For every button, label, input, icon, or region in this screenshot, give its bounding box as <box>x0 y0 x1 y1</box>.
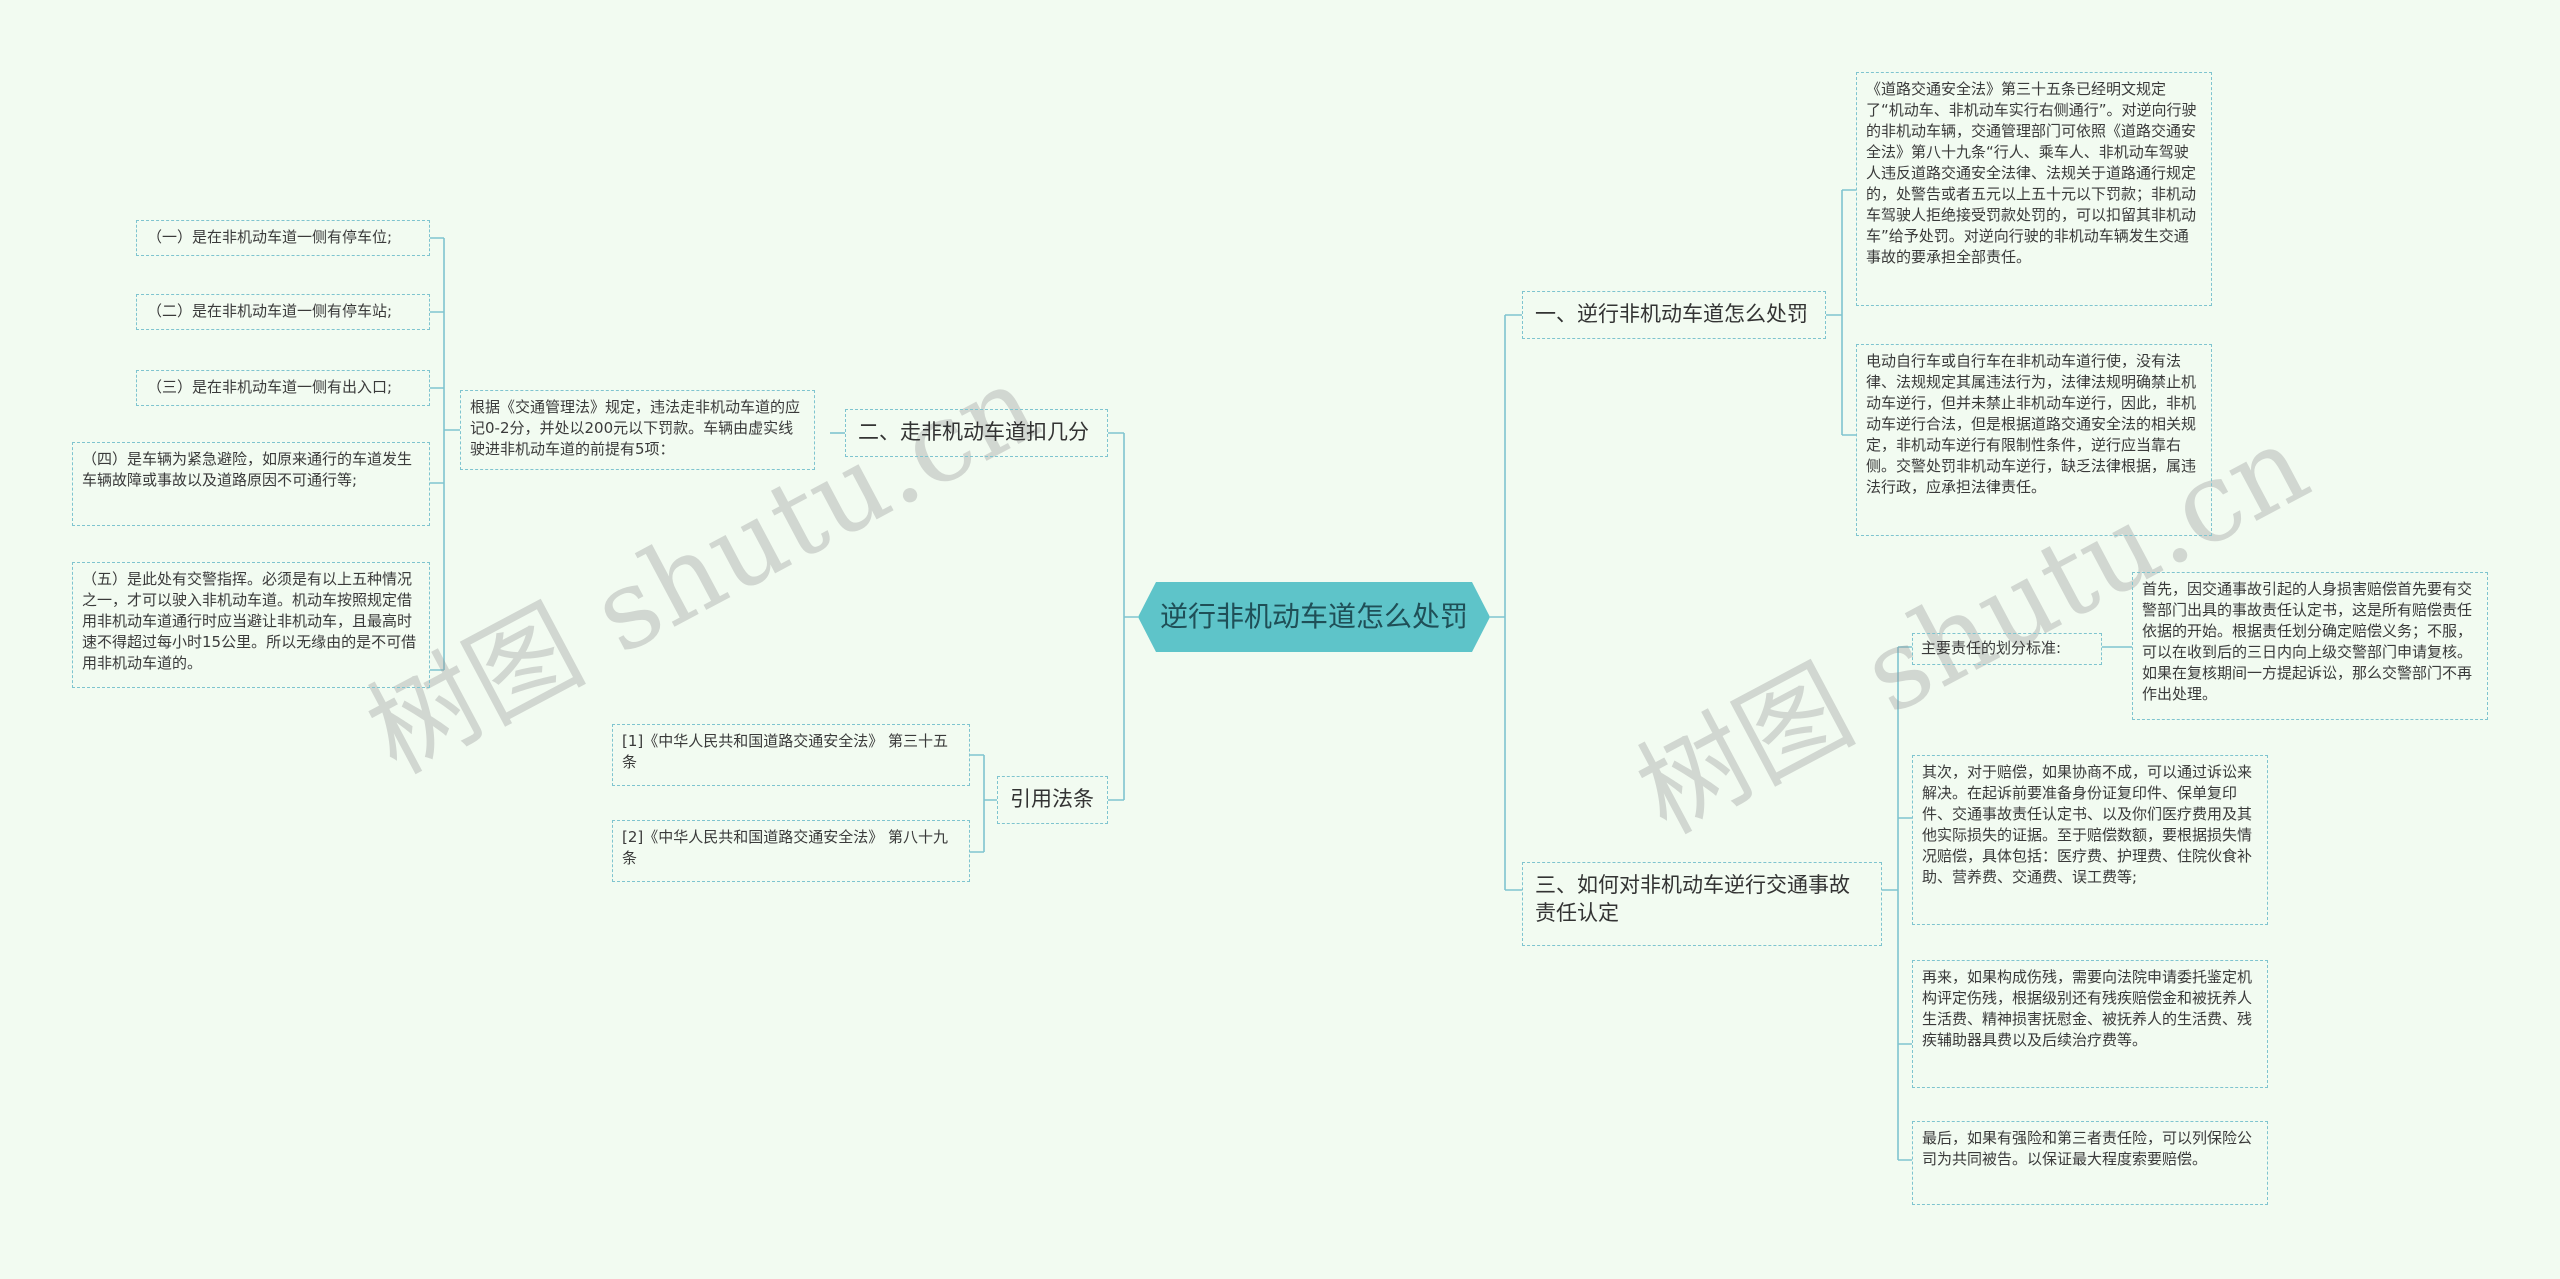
branch-penalty[interactable]: 一、逆行非机动车道怎么处罚 <box>1522 291 1826 339</box>
citation-article-89[interactable]: [2]《中华人民共和国道路交通安全法》 第八十九条 <box>612 820 970 882</box>
branch-liability[interactable]: 三、如何对非机动车逆行交通事故责任认定 <box>1522 862 1882 946</box>
central-topic[interactable]: 逆行非机动车道怎么处罚 <box>1138 582 1490 652</box>
leaf-insurance[interactable]: 最后，如果有强险和第三者责任险，可以列保险公司为共同被告。以保证最大程度索要赔偿… <box>1912 1121 2268 1205</box>
liability-criteria[interactable]: 主要责任的划分标准: <box>1912 633 2102 665</box>
leaf-compensation-lawsuit[interactable]: 其次，对于赔偿，如果协商不成，可以通过诉讼来解决。在起诉前要准备身份证复印件、保… <box>1912 755 2268 925</box>
leaf-disability[interactable]: 再来，如果构成伤残，需要向法院申请委托鉴定机构评定伤残，根据级别还有残疾赔偿金和… <box>1912 960 2268 1088</box>
leaf-condition-police[interactable]: （五）是此处有交警指挥。必须是有以上五种情况之一，才可以驶入非机动车道。机动车按… <box>72 562 430 688</box>
leaf-accident-report[interactable]: 首先，因交通事故引起的人身损害赔偿首先要有交警部门出具的事故责任认定书，这是所有… <box>2132 572 2488 720</box>
leaf-condition-stop[interactable]: （二）是在非机动车道一侧有停车站; <box>136 294 430 330</box>
branch-points[interactable]: 二、走非机动车道扣几分 <box>845 409 1108 457</box>
leaf-condition-entrance[interactable]: （三）是在非机动车道一侧有出入口; <box>136 370 430 406</box>
leaf-condition-emergency[interactable]: （四）是车辆为紧急避险，如原来通行的车道发生车辆故障或事故以及道路原因不可通行等… <box>72 442 430 526</box>
leaf-traffic-law-article[interactable]: 《道路交通安全法》第三十五条已经明文规定了“机动车、非机动车实行右侧通行”。对逆… <box>1856 72 2212 306</box>
branch-citations[interactable]: 引用法条 <box>997 776 1108 824</box>
citation-article-35[interactable]: [1]《中华人民共和国道路交通安全法》 第三十五条 <box>612 724 970 786</box>
leaf-ebike-contraflow[interactable]: 电动自行车或自行车在非机动车道行使，没有法律、法规规定其属违法行为，法律法规明确… <box>1856 344 2212 536</box>
leaf-points-rule[interactable]: 根据《交通管理法》规定，违法走非机动车道的应记0-2分，并处以200元以下罚款。… <box>460 390 815 470</box>
leaf-condition-parking[interactable]: （一）是在非机动车道一侧有停车位; <box>136 220 430 256</box>
